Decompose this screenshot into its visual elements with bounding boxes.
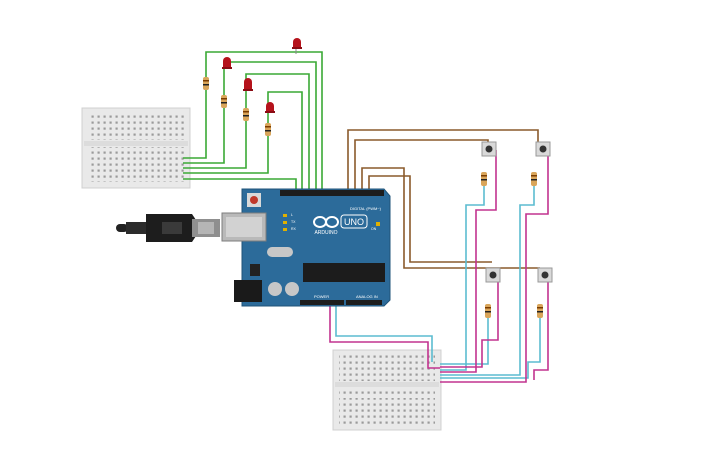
button-2[interactable]	[535, 141, 551, 157]
breadboard-top[interactable]	[81, 107, 191, 189]
reset-button	[250, 196, 258, 204]
power-header	[300, 300, 344, 305]
led-3[interactable]	[243, 78, 253, 91]
resistor-led-4	[265, 123, 271, 136]
cyan-wire-4	[440, 318, 489, 365]
magenta-wire-5	[533, 282, 549, 380]
green-wire-4	[183, 91, 303, 190]
magenta-wire-3	[440, 150, 549, 383]
button-4[interactable]	[537, 267, 553, 283]
analog-header	[346, 300, 382, 305]
usb-cable	[116, 214, 220, 242]
magenta-wire-1	[329, 305, 440, 369]
led-2[interactable]	[222, 57, 232, 69]
button-resistors	[481, 172, 543, 318]
resistor-button-3	[485, 304, 491, 318]
digital-header	[280, 190, 384, 196]
green-wire-1	[183, 51, 323, 190]
resistor-led-1	[203, 77, 209, 90]
microcontroller-chip	[303, 263, 385, 282]
resistor-led-2	[221, 95, 227, 108]
power-jack	[234, 280, 262, 302]
brown-wire-2	[354, 139, 489, 190]
digital-header-label: DIGITAL (PWM~)	[350, 206, 382, 211]
magenta-wires	[329, 150, 549, 383]
cyan-wire-2	[440, 186, 485, 371]
arduino-uno-board[interactable]: UNO ARDUINO DIGITAL (PWM~) POWER ANALOG …	[221, 188, 391, 307]
board-model-label: UNO	[344, 217, 364, 227]
resistor-button-2	[531, 172, 537, 186]
cyan-wire-1	[335, 305, 433, 362]
resistor-button-1	[481, 172, 487, 186]
cyan-wire-3	[440, 186, 535, 376]
green-wire-3	[183, 73, 310, 190]
led-resistors	[203, 77, 271, 136]
brown-wires	[347, 129, 540, 269]
brown-wire-3	[361, 167, 540, 269]
on-label: ON	[371, 227, 377, 231]
board-brand-label: ARDUINO	[314, 230, 337, 236]
magenta-wire-2	[440, 150, 497, 373]
button-3[interactable]	[485, 267, 501, 283]
analog-label: ANALOG IN	[356, 294, 378, 299]
l-label: L	[291, 213, 293, 217]
button-1[interactable]	[481, 141, 497, 157]
cyan-wires	[335, 186, 541, 379]
rx-label: RX	[291, 227, 297, 231]
brown-wire-4	[368, 175, 492, 263]
led-4[interactable]	[265, 102, 275, 113]
brown-wire-1	[347, 129, 539, 190]
green-wires	[183, 51, 323, 190]
resistor-button-4	[537, 304, 543, 318]
power-label: POWER	[314, 294, 329, 299]
arduino-logo	[313, 216, 339, 228]
cyan-wire-5	[440, 318, 541, 379]
tx-label: TX	[291, 220, 296, 224]
breadboard-bottom[interactable]	[332, 349, 442, 431]
green-wire-5	[183, 178, 297, 190]
led-1[interactable]	[292, 38, 302, 54]
magenta-wire-4	[440, 282, 499, 368]
resistor-led-3	[243, 108, 249, 121]
